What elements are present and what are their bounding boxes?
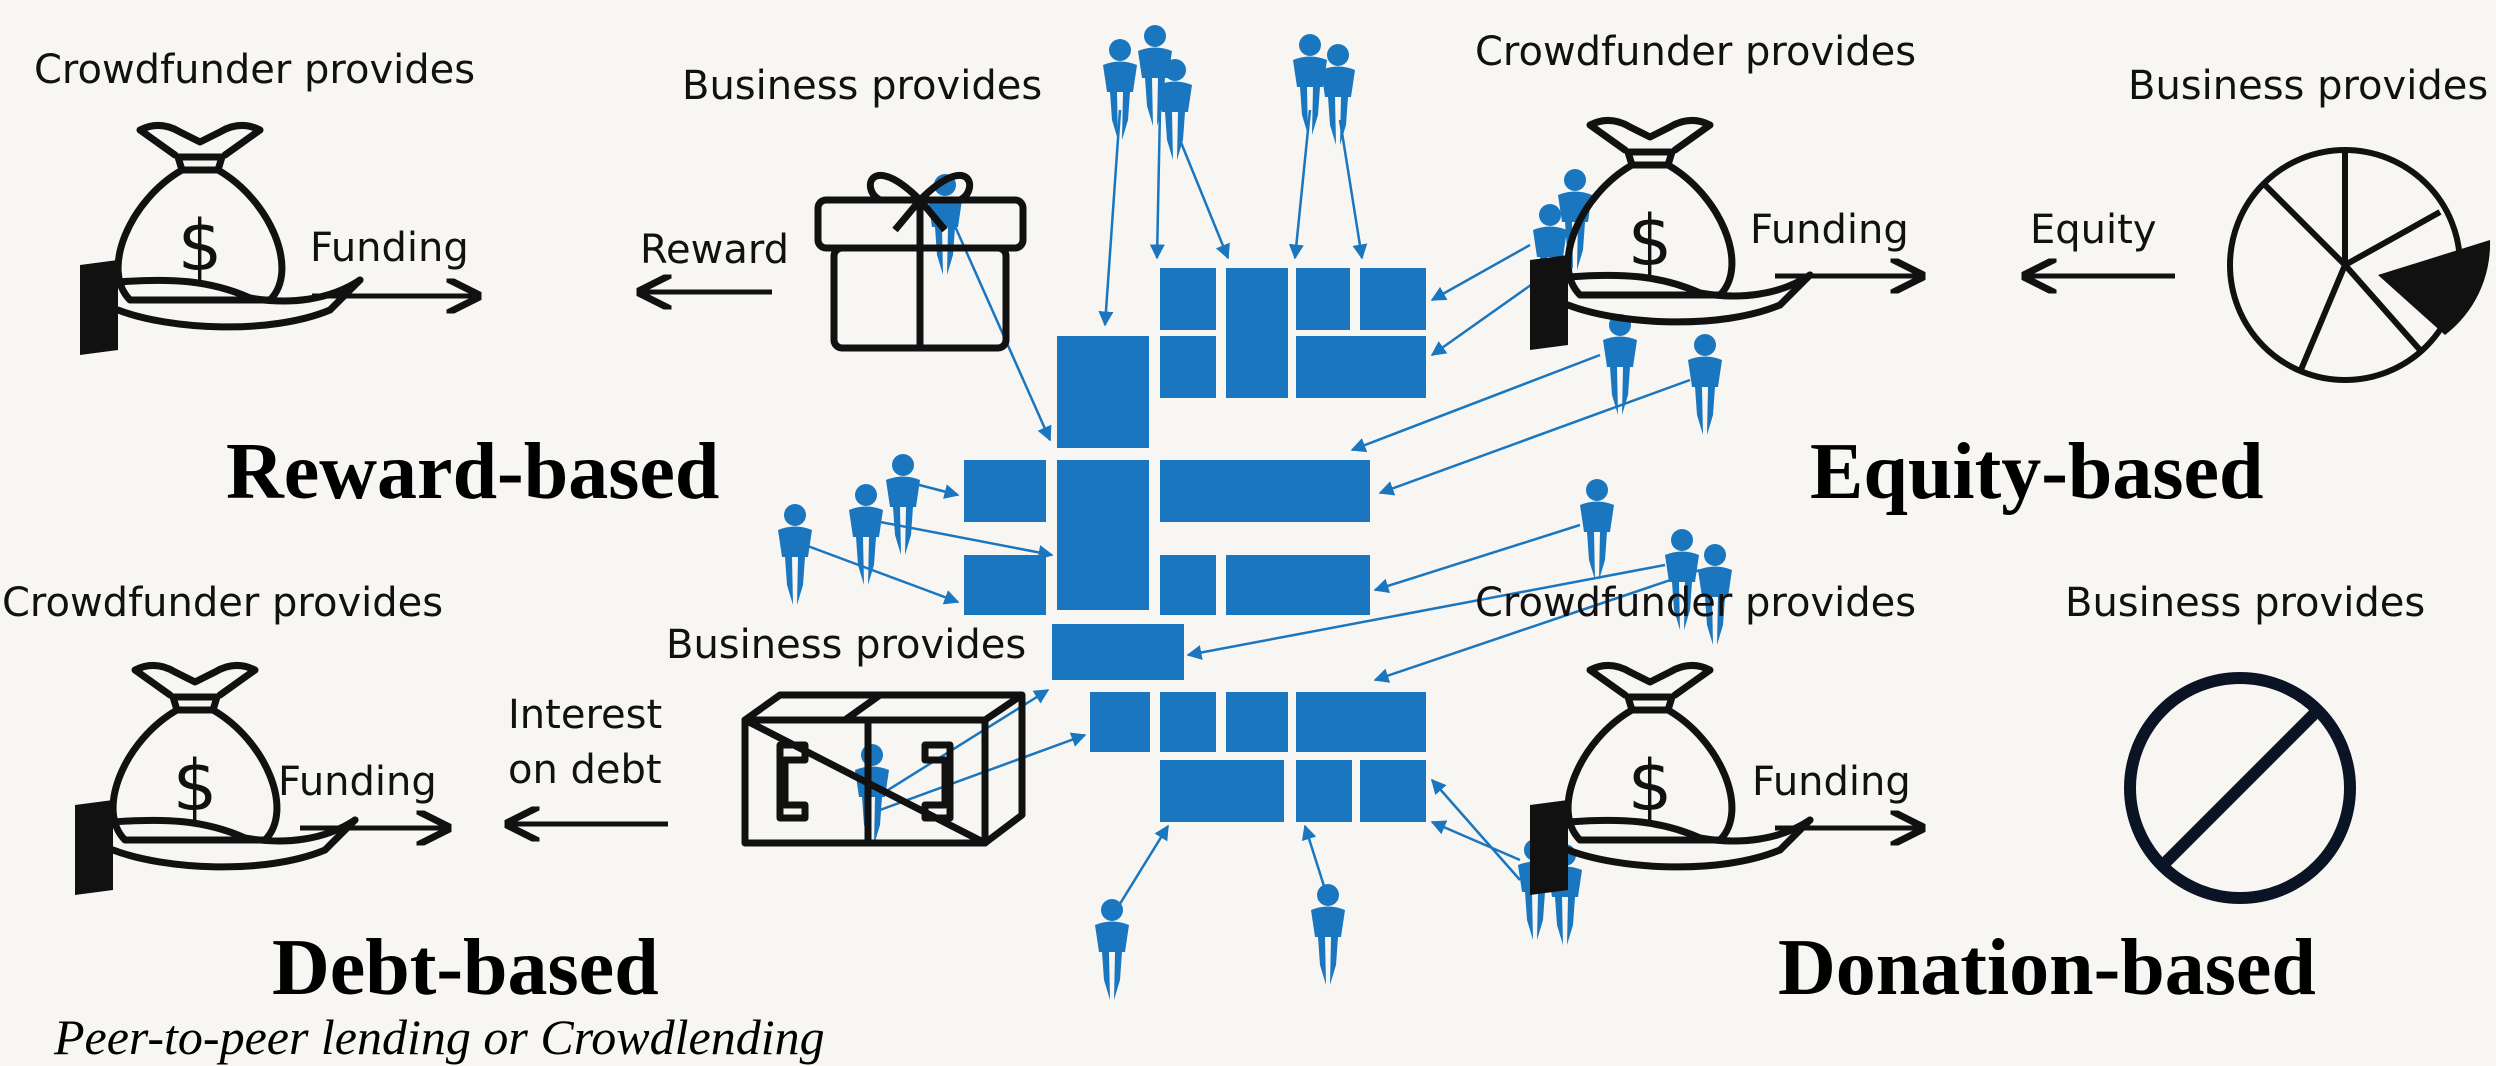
gift-box-icon [814, 172, 1027, 352]
equity-title: Equity-based [1810, 428, 2264, 516]
donation-title: Donation-based [1778, 924, 2316, 1012]
equity-return-label: Equity [2030, 207, 2157, 253]
debt-business-label: Business provides [666, 622, 1027, 668]
reward-title: Reward-based [226, 428, 720, 516]
euro-bricks [964, 268, 1426, 822]
pie-chart-icon [2227, 147, 2491, 383]
cash-stack-icon [741, 691, 1026, 847]
debt-subtitle: Peer-to-peer lending or Crowdlending [54, 1009, 825, 1065]
debt-crowdfunder-label: Crowdfunder provides [2, 580, 444, 626]
donation-funding-label: Funding [1752, 759, 1911, 805]
debt-return-label-line2: on debt [508, 747, 662, 793]
reward-crowdfunder-label: Crowdfunder provides [34, 47, 476, 93]
reward-funding-label: Funding [310, 225, 469, 271]
crowd-building-euro-icon [778, 25, 1732, 1000]
reward-return-label: Reward [640, 227, 789, 273]
prohibited-icon [2124, 672, 2356, 904]
debt-funding-label: Funding [278, 759, 437, 805]
crowd-arrows [804, 109, 1701, 921]
donation-crowdfunder-label: Crowdfunder provides [1475, 580, 1917, 626]
donation-business-label: Business provides [2065, 580, 2426, 626]
equity-business-label: Business provides [2128, 63, 2489, 109]
reward-business-label: Business provides [682, 63, 1043, 109]
equity-funding-label: Funding [1750, 207, 1909, 253]
equity-crowdfunder-label: Crowdfunder provides [1475, 29, 1917, 75]
debt-return-label-line1: Interest [508, 692, 663, 738]
debt-title: Debt-based [272, 924, 659, 1012]
